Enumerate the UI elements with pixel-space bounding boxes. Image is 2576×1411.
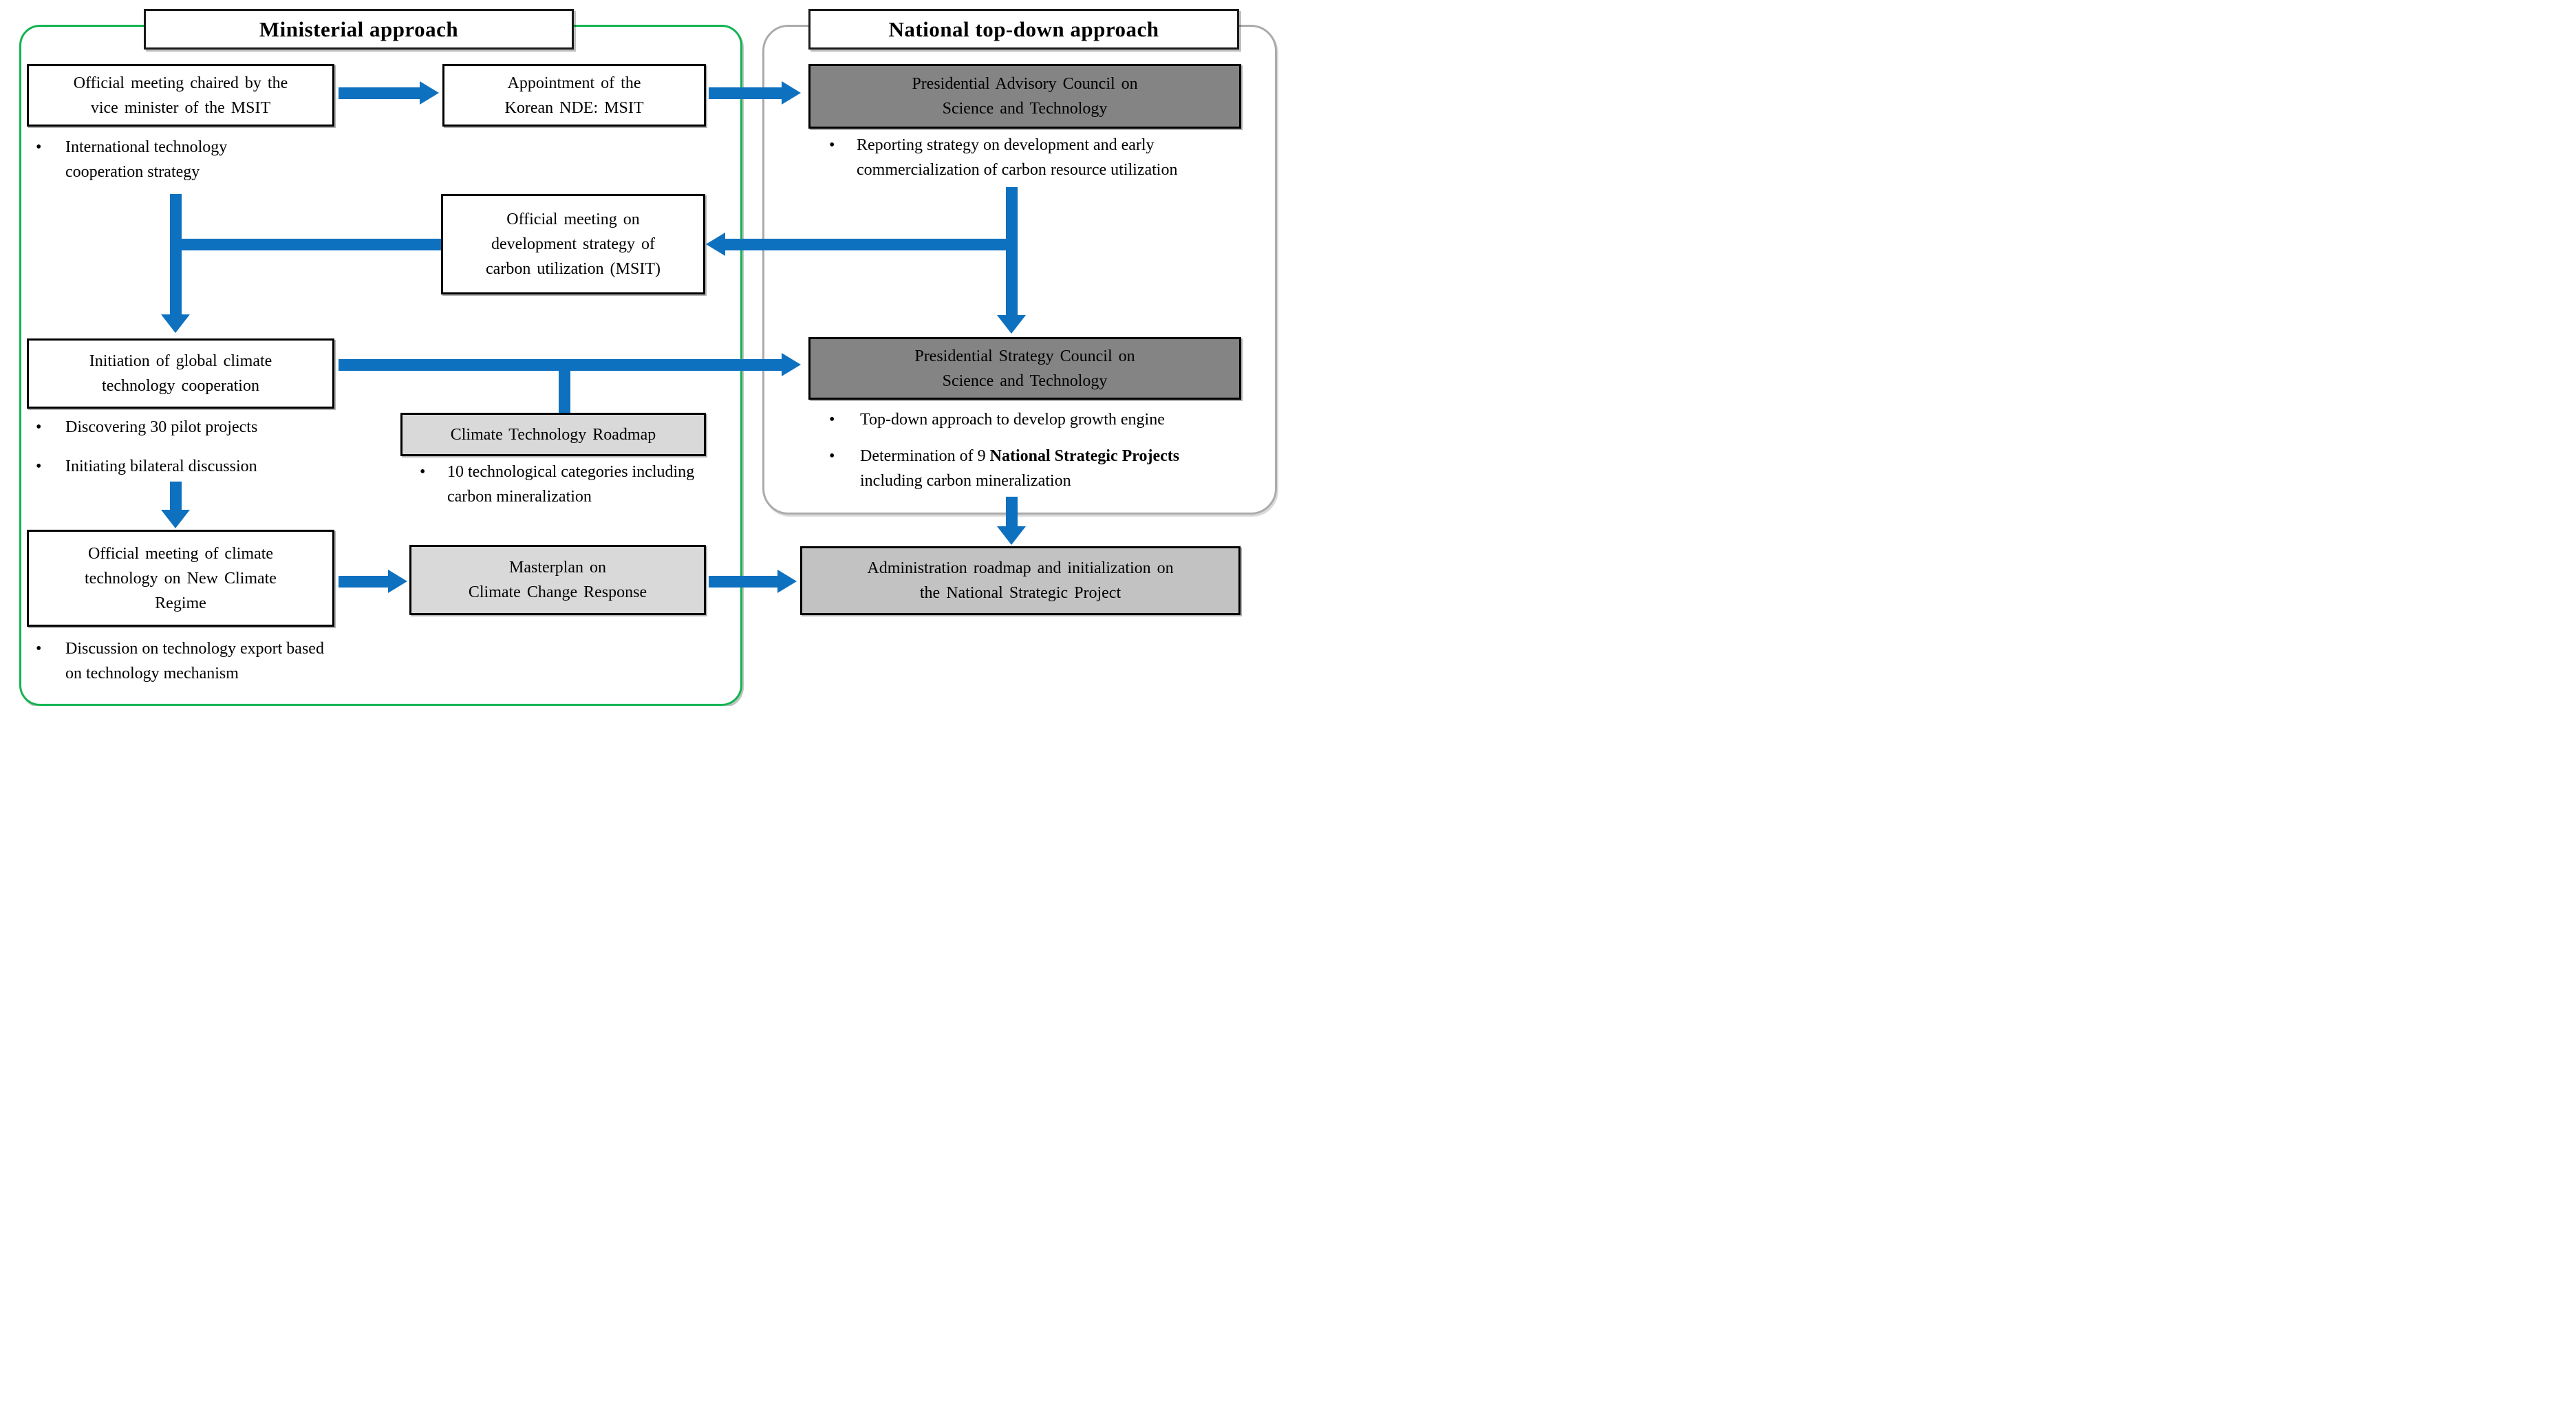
arrow-head-down-icon	[997, 526, 1026, 545]
box-appointment-nde: Appointment of the Korean NDE: MSIT	[442, 64, 706, 127]
arrow-head-down-icon	[997, 315, 1026, 334]
national-topdown-title: National top-down approach	[808, 9, 1239, 50]
bullet-dot: •	[36, 138, 42, 156]
bullet-ten-categories: • 10 technological categories including …	[420, 460, 716, 509]
box-line: Masterplan on	[509, 559, 606, 577]
bullet-international-tech: • International technology cooperation s…	[36, 135, 263, 184]
national-topdown-title-text: National top-down approach	[888, 17, 1159, 41]
bullet-discussion-export: • Discussion on technology export based …	[36, 636, 332, 686]
bullet-text: Initiating bilateral discussion	[65, 457, 257, 475]
box-line: Official meeting chaired by the	[73, 74, 288, 92]
arrow-head-right-icon	[782, 353, 801, 376]
box-line: Science and Technology	[942, 371, 1108, 390]
box-line: Korean NDE: MSIT	[504, 98, 644, 117]
bullet-text: Determination of 9 National Strategic Pr…	[860, 444, 1232, 493]
diagram-canvas: Ministerial approach National top-down a…	[0, 0, 1288, 706]
arrow-head-down-icon	[161, 314, 190, 333]
box-line: Official meeting on	[506, 211, 640, 228]
box-presidential-strategy-council: Presidential Strategy Council on Science…	[808, 337, 1241, 400]
arrow-shaft	[1006, 187, 1018, 316]
arrow-stub-to-roadmap	[559, 371, 570, 413]
box-official-meeting-vice-minister: Official meeting chaired by the vice min…	[27, 64, 334, 127]
box-line: Initiation of global climate	[89, 352, 272, 370]
arrow-head-right-icon	[388, 570, 407, 593]
bullet-determination-projects: • Determination of 9 National Strategic …	[829, 444, 1242, 493]
bullet-top-down-growth: • Top-down approach to develop growth en…	[829, 407, 1242, 432]
bullet-text-bold: National Strategic Projects	[989, 447, 1180, 465]
arrow-shaft	[339, 359, 783, 371]
bullet-reporting-strategy: • Reporting strategy on development and …	[829, 133, 1242, 182]
box-line: Climate Change Response	[468, 583, 647, 601]
bullet-dot: •	[420, 463, 426, 481]
bullet-text-post: including carbon mineralization	[860, 472, 1071, 490]
arrow-shaft	[339, 576, 389, 588]
arrow-branch-shaft	[170, 239, 441, 250]
bullet-dot: •	[36, 418, 42, 436]
bullet-text: International technology cooperation str…	[65, 138, 228, 181]
arrow-shaft	[170, 194, 182, 315]
box-climate-technology-roadmap: Climate Technology Roadmap	[400, 413, 706, 456]
box-line: Administration roadmap and initializatio…	[867, 559, 1174, 577]
box-administration-roadmap: Administration roadmap and initializatio…	[800, 546, 1241, 615]
box-line: Regime	[155, 594, 206, 612]
bullet-text: Top-down approach to develop growth engi…	[860, 411, 1165, 429]
arrow-head-right-icon	[420, 81, 439, 105]
box-presidential-advisory-council: Presidential Advisory Council on Science…	[808, 64, 1241, 129]
bullet-text: 10 technological categories including ca…	[447, 463, 695, 506]
box-line: technology cooperation	[102, 377, 259, 395]
arrow-shaft	[339, 87, 421, 99]
arrow-shaft	[709, 576, 779, 588]
box-line: Science and Technology	[942, 100, 1108, 118]
box-line: Presidential Advisory Council on	[912, 75, 1138, 93]
bullet-discovering-pilots: • Discovering 30 pilot projects	[36, 415, 325, 440]
bullet-dot: •	[36, 457, 42, 475]
box-line: Official meeting of climate	[87, 544, 274, 563]
box-masterplan-climate-change: Masterplan on Climate Change Response	[409, 545, 706, 615]
box-line: Appointment of the	[507, 74, 641, 92]
ministerial-approach-title-text: Ministerial approach	[259, 17, 459, 41]
arrow-head-left-icon	[706, 233, 725, 256]
bullet-text: Discussion on technology export based on…	[65, 640, 324, 682]
bullet-text: Reporting strategy on development and ea…	[857, 136, 1178, 179]
box-line: technology on New Climate	[85, 569, 277, 588]
box-line: Climate Technology Roadmap	[450, 425, 656, 444]
box-initiation-global-climate: Initiation of global climate technology …	[27, 338, 334, 409]
arrow-shaft	[170, 482, 182, 510]
arrow-head-right-icon	[777, 570, 797, 593]
box-line: carbon utilization (MSIT)	[486, 260, 661, 278]
box-line: the National Strategic Project	[919, 584, 1121, 602]
arrow-shaft	[1006, 497, 1018, 527]
bullet-initiating-bilateral: • Initiating bilateral discussion	[36, 454, 325, 479]
arrow-head-down-icon	[161, 510, 190, 528]
bullet-text: Discovering 30 pilot projects	[65, 418, 258, 436]
ministerial-approach-title: Ministerial approach	[144, 9, 574, 50]
box-official-meeting-new-climate-regime: Official meeting of climate technology o…	[27, 530, 334, 627]
bullet-dot: •	[829, 136, 835, 154]
arrow-shaft	[709, 87, 783, 99]
box-line: development strategy of	[491, 235, 655, 253]
box-official-meeting-carbon-utilization: Official meeting on development strategy…	[441, 194, 705, 294]
box-line: Presidential Strategy Council on	[914, 347, 1135, 365]
bullet-dot: •	[36, 640, 42, 658]
bullet-dot: •	[829, 447, 835, 465]
arrow-branch-shaft	[725, 239, 1006, 250]
box-line: vice minister of the MSIT	[90, 98, 271, 117]
bullet-text-pre: Determination of 9	[860, 447, 990, 465]
bullet-dot: •	[829, 411, 835, 429]
arrow-head-right-icon	[782, 81, 801, 105]
